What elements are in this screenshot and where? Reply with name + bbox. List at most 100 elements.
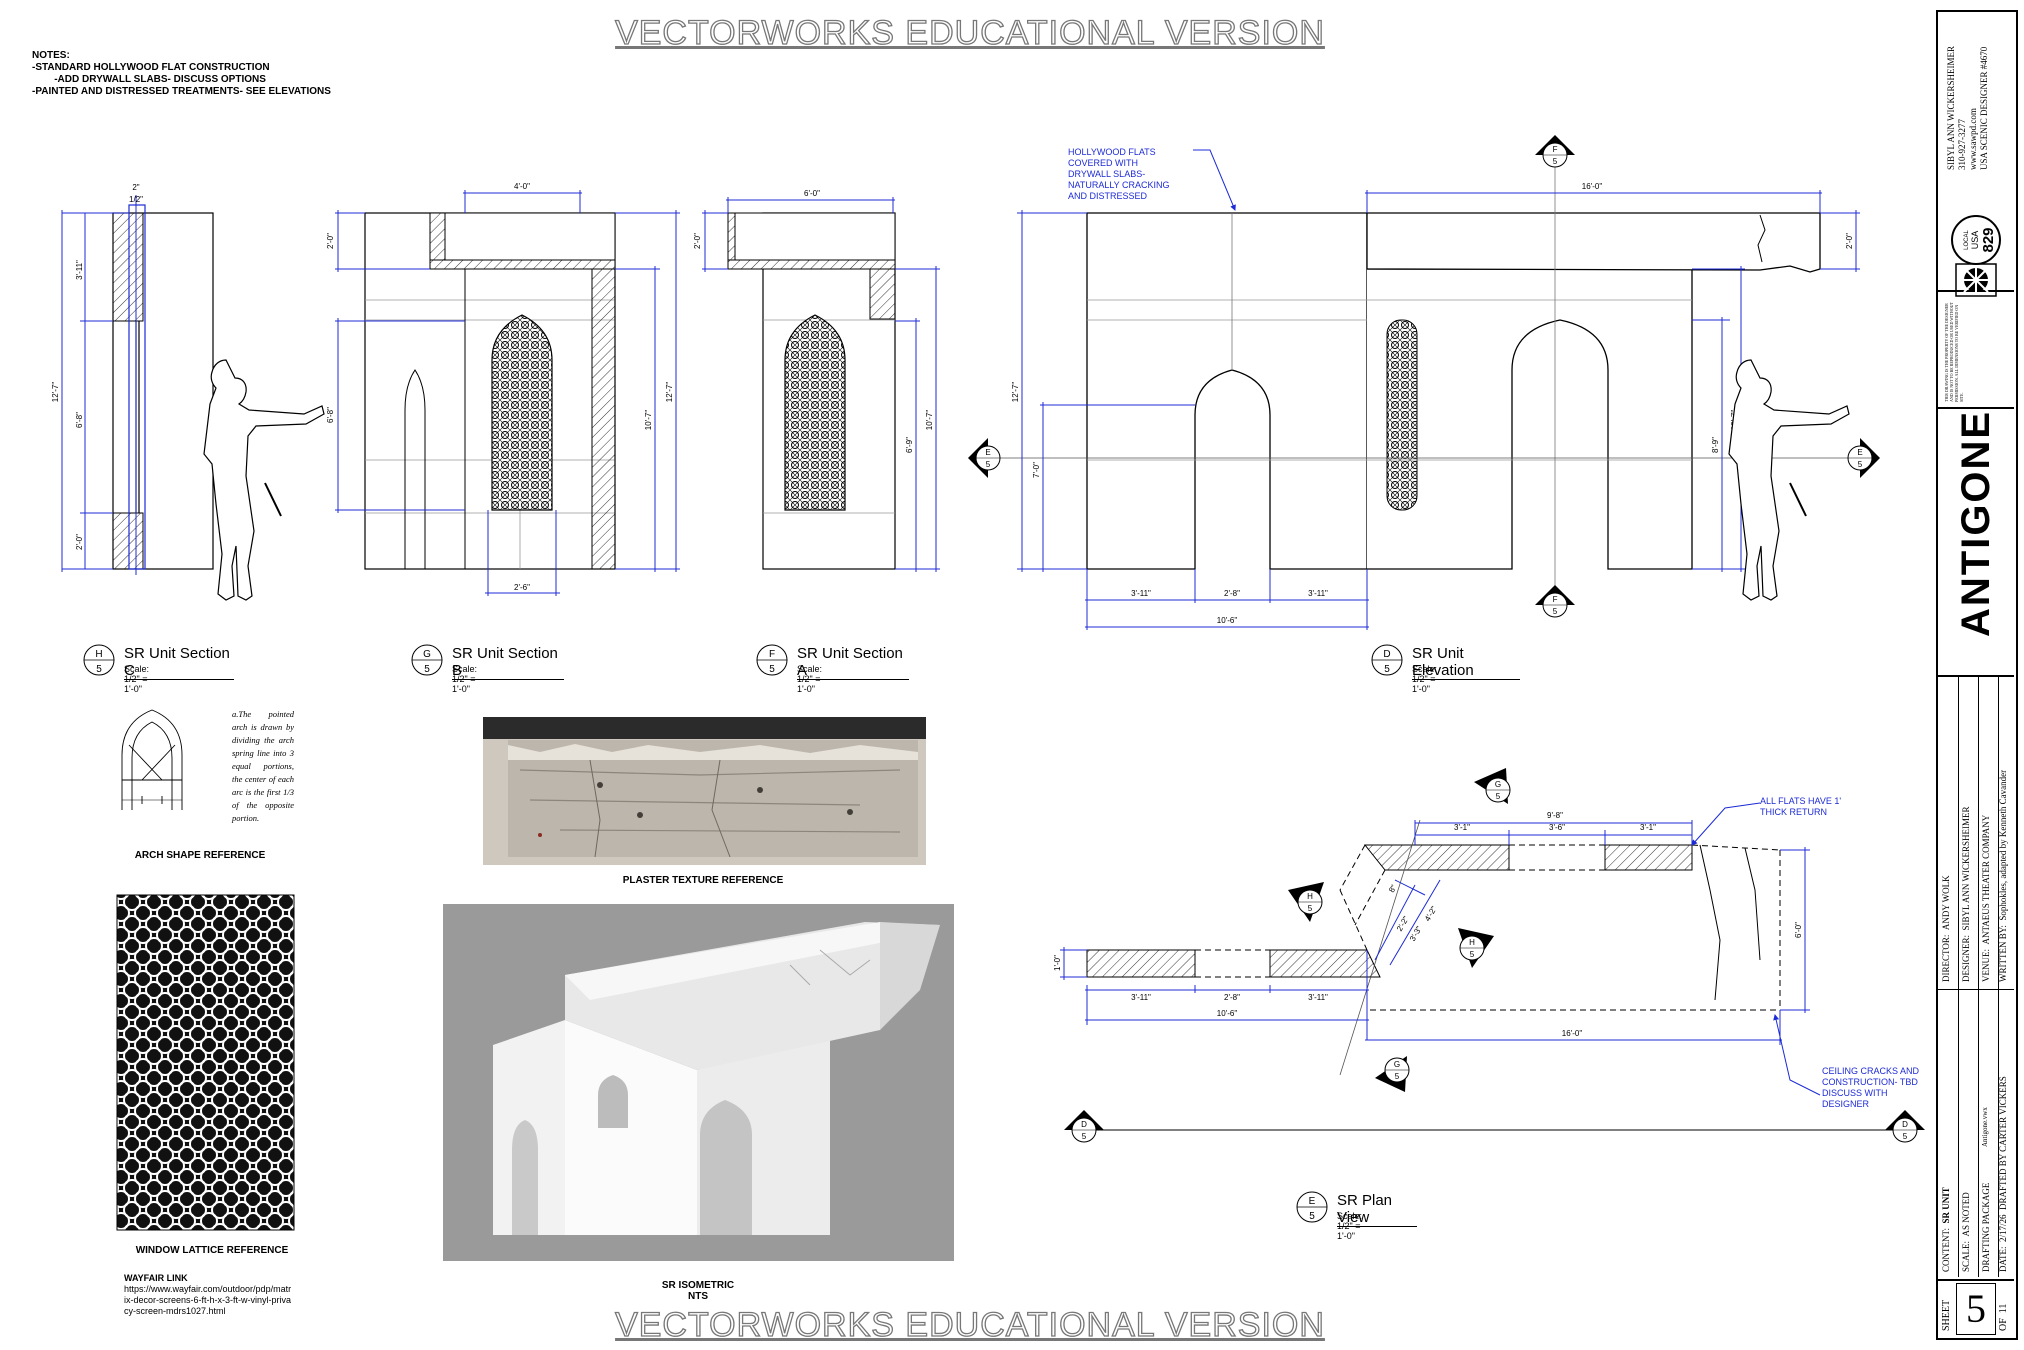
- dim-label: 8'-9": [1711, 437, 1720, 453]
- date-label: DATE:: [1998, 1246, 2008, 1273]
- title-block-designer-info: SIBYL ANN WICKERSHEIMER 310-927-3277 www…: [1938, 10, 2014, 297]
- svg-text:5: 5: [1082, 1132, 1087, 1141]
- dim-label: 10'-6": [1217, 616, 1238, 625]
- of-label: OF: [1998, 1318, 2009, 1331]
- note-line: AND DISTRESSED: [1068, 191, 1148, 201]
- designer-label: DESIGNER:: [1961, 935, 1971, 982]
- dim-label: 3'-3": [1408, 924, 1424, 942]
- caption-line: SR ISOMETRIC: [661, 1280, 735, 1291]
- title-block-show: ANTIGONE: [1938, 409, 2014, 677]
- content-value: SR UNIT: [1941, 1187, 1951, 1224]
- dim-label: 2'-0": [326, 233, 335, 249]
- plaster-texture-photo: [483, 717, 926, 865]
- dim-label: 3'-6": [1549, 823, 1565, 832]
- notes-heading: NOTES:: [32, 50, 70, 61]
- svg-text:5: 5: [1309, 1211, 1315, 1222]
- dim-label: 8": [1387, 883, 1399, 894]
- isometric-render: [443, 904, 954, 1261]
- svg-text:E: E: [985, 448, 990, 457]
- dim-label: 16'-0": [1582, 182, 1603, 191]
- note-line: DISCUSS WITH: [1822, 1088, 1888, 1098]
- svg-text:5: 5: [1395, 1072, 1400, 1081]
- venue-value: ANTAEUS THEATER COMPANY: [1981, 814, 1991, 945]
- dim-label: 4'-2": [1423, 904, 1439, 922]
- dim-label: 2'-0": [75, 534, 84, 550]
- svg-text:G: G: [1495, 780, 1501, 789]
- flats-return-note: ALL FLATS HAVE 1' THICK RETURN: [1760, 796, 1841, 818]
- file-name: Antigone.vwx: [1981, 1107, 1989, 1147]
- detail-bubble-icon: E5: [1296, 1191, 1328, 1223]
- dim-label: 2'-6": [514, 583, 530, 592]
- svg-text:5: 5: [1903, 1132, 1908, 1141]
- detail-bubble-icon: D5: [1371, 644, 1403, 676]
- dim-label: 10'-7": [925, 410, 934, 431]
- hollywood-flats-note: HOLLYWOOD FLATS COVERED WITH DRYWALL SLA…: [1068, 147, 1170, 202]
- dim-label: 3'-11": [1131, 993, 1151, 1002]
- svg-text:5: 5: [1496, 792, 1501, 801]
- svg-text:F: F: [769, 649, 775, 660]
- view-title-text: SR Plan View: [1337, 1192, 1417, 1227]
- designer-web: www.sawpd.com: [1968, 108, 1978, 170]
- wayfair-url-line[interactable]: ix-decor-screens-6-ft-h-x-3-ft-w-vinyl-p…: [124, 1295, 292, 1305]
- dim-label: 2'-8": [1224, 993, 1240, 1002]
- watermark-bottom: VECTORWORKS EDUCATIONAL VERSION: [614, 1305, 1325, 1344]
- designer-name: SIBYL ANN WICKERSHEIMER: [1946, 45, 1956, 170]
- view-title-text: SR Unit Section C: [124, 645, 234, 680]
- svg-text:H: H: [95, 649, 102, 660]
- package-label: DRAFTING PACKAGE: [1981, 1182, 1991, 1272]
- plan-view-drawing: 9'-8" 3'-1" 3'-6" 3'-1" 1'-0" 3'-11" 2'-…: [1053, 768, 1925, 1143]
- general-notes: NOTES: -STANDARD HOLLYWOOD FLAT CONSTRUC…: [32, 50, 331, 98]
- note-line: DRYWALL SLABS-: [1068, 169, 1146, 179]
- svg-text:G: G: [423, 649, 431, 660]
- view-title-text: SR Unit Elevation: [1412, 645, 1520, 680]
- dim-label: 6'-0": [804, 189, 820, 198]
- svg-text:E: E: [1857, 448, 1862, 457]
- dim-label: 10'-6": [1217, 1009, 1238, 1018]
- arch-reference-text: a.The pointed arch is drawn by dividing …: [232, 709, 294, 823]
- dim-label: 12'-7": [665, 382, 674, 403]
- dim-label: 2'-0": [1845, 233, 1854, 249]
- arch-caption: ARCH SHAPE REFERENCE: [134, 850, 266, 861]
- note-line: NATURALLY CRACKING: [1068, 180, 1170, 190]
- notes-line: -ADD DRYWALL SLABS- DISCUSS OPTIONS: [32, 74, 266, 85]
- isometric-caption: SR ISOMETRIC NTS: [598, 1280, 798, 1302]
- venue-label: VENUE:: [1981, 949, 1991, 982]
- svg-text:E: E: [1309, 1196, 1316, 1207]
- svg-text:5: 5: [769, 664, 775, 675]
- wayfair-url-line[interactable]: https://www.wayfair.com/outdoor/pdp/matr: [124, 1284, 292, 1294]
- disclaimer-text: THIS DRAWING IS THE PROPERTY OF THE DESI…: [1944, 302, 1964, 402]
- view-scale-text: Scale: 1/2" = 1'-0": [1412, 664, 1438, 694]
- dim-label: 6'-9": [905, 437, 914, 453]
- svg-text:829: 829: [1980, 227, 1997, 252]
- svg-text:5: 5: [96, 664, 102, 675]
- dim-label: 12'-7": [51, 382, 60, 403]
- note-line: CEILING CRACKS AND: [1822, 1066, 1920, 1076]
- note-line: HOLLYWOOD FLATS: [1068, 147, 1156, 157]
- dim-label: 3'-1": [1454, 823, 1470, 832]
- written-value: Sophokles, adapted by Kenneth Cavander: [1998, 769, 2008, 921]
- elevation-drawing: 16'-0" 2'-0" 12'-7" 7'-0" 8'-9" 10'-7" 3…: [968, 135, 1880, 630]
- dim-label: 2": [132, 183, 139, 192]
- director-row: DIRECTOR: ANDY WOLK: [1941, 875, 1951, 982]
- written-row: WRITTEN BY: Sophokles, adapted by Kennet…: [1998, 770, 2008, 982]
- sheet-label: SHEET: [1941, 1299, 1952, 1331]
- wayfair-url-line[interactable]: cy-screen-mdrs1027.html: [124, 1306, 226, 1316]
- note-line: COVERED WITH: [1068, 158, 1139, 168]
- svg-text:5: 5: [1470, 950, 1475, 959]
- lattice-caption: WINDOW LATTICE REFERENCE: [135, 1245, 289, 1256]
- sheet-of-row: OF 11: [1998, 1304, 2009, 1331]
- detail-bubble-icon: F5: [756, 644, 788, 676]
- sheet-number: 5: [1956, 1283, 1996, 1335]
- svg-text:5: 5: [1308, 904, 1313, 913]
- dim-label: 1/2": [129, 195, 143, 204]
- of-value: 11: [1998, 1303, 2009, 1314]
- dim-label: 3'-11": [1308, 993, 1328, 1002]
- detail-bubble-icon: H5: [83, 644, 115, 676]
- svg-text:5: 5: [1384, 664, 1390, 675]
- note-line: THICK RETURN: [1760, 807, 1827, 817]
- director-label: DIRECTOR:: [1941, 934, 1951, 982]
- svg-text:H: H: [1307, 892, 1313, 901]
